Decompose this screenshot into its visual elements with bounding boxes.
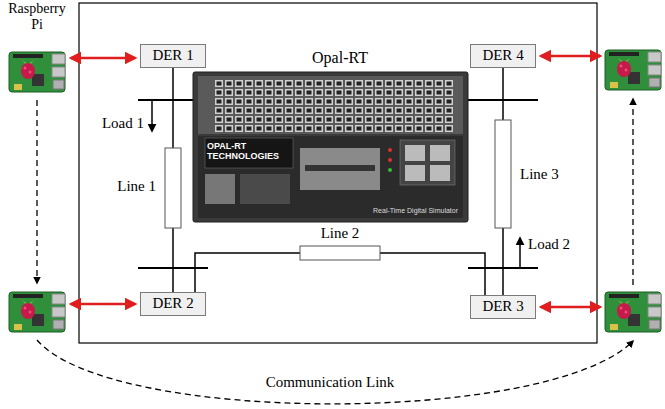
logo-plate [205, 138, 293, 168]
caption-label: Communication Link [230, 374, 430, 391]
io-slot [305, 165, 375, 171]
line-impedance [300, 246, 380, 260]
der-label: DER 2 [152, 295, 193, 312]
raspberry-pi-board [9, 52, 65, 92]
opal-rt-simulator [193, 72, 468, 222]
control-link-arrow [71, 57, 135, 60]
raspberry-pi-board [9, 292, 65, 332]
communication-link [37, 99, 633, 404]
port-panel [198, 76, 463, 134]
line-label: Line 3 [520, 166, 580, 183]
connector [430, 145, 450, 161]
connector [430, 165, 450, 181]
connector [405, 145, 425, 161]
status-led [388, 148, 392, 152]
control-link-arrow [541, 306, 600, 309]
line-impedance [495, 120, 511, 228]
drive-bay [205, 174, 235, 204]
drive-bay [240, 174, 290, 204]
line-impedance [165, 148, 181, 228]
bus-bar [468, 267, 538, 269]
raspberry-pi-board [605, 292, 661, 332]
bus-bar [468, 99, 538, 101]
io-card [300, 148, 380, 190]
caption-label: Load 1 [88, 115, 144, 132]
load-arrow [151, 100, 153, 131]
outer-frame [79, 3, 597, 343]
der-box: DER 3 [470, 295, 536, 319]
status-led [388, 168, 392, 172]
caption-label: Load 2 [528, 236, 590, 253]
bus-bar [138, 267, 208, 269]
comm-arrow [632, 99, 633, 285]
raspberry-pi-board [605, 50, 661, 90]
connector [405, 165, 425, 181]
line-label: Line 2 [300, 225, 380, 242]
caption-label: OPAL-RT TECHNOLOGIES [207, 141, 291, 162]
load-arrow [519, 238, 521, 268]
simulator-chassis [193, 72, 468, 222]
port-grid [214, 79, 454, 133]
status-led [388, 158, 392, 162]
control-link-arrow [71, 303, 135, 306]
der-label: DER 3 [482, 298, 523, 315]
pi-der-links [71, 56, 600, 307]
caption-label: Raspberry Pi [4, 1, 70, 33]
front-panel [198, 136, 463, 218]
comm-arrow [36, 100, 37, 283]
der-box: DER 1 [140, 44, 206, 68]
caption-label: Opal-RT [290, 49, 390, 67]
comm-curve [37, 340, 633, 404]
der-box: DER 2 [140, 292, 206, 316]
connector-block [400, 140, 455, 185]
caption-label: Real-Time Digital Simulator [330, 207, 458, 215]
der-label: DER 4 [482, 47, 523, 64]
der-label: DER 1 [152, 47, 193, 64]
der-box: DER 4 [470, 44, 536, 68]
line-label: Line 1 [96, 178, 156, 195]
control-link-arrow [541, 55, 600, 58]
